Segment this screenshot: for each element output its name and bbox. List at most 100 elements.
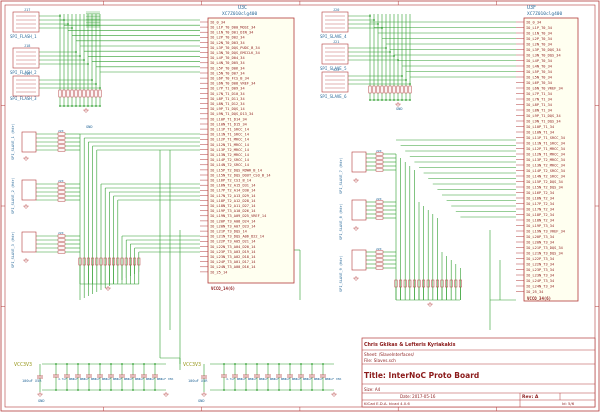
cap-value-label: 4.7uF X5R [314,377,330,381]
capacitor [298,374,304,378]
ic-pin-label: IO_L8P_T1_34 [526,103,552,107]
right-connector-3[interactable]: J22 SPI_SLAVE_6 [320,68,349,99]
junction [223,389,225,391]
junction [95,105,97,107]
u3c-ref: U3C [238,5,247,11]
left-header-3[interactable]: SPI_SLAVE_3 (Hdr) [11,231,37,268]
left-connector-2-label: SPI_FLASH_2 [10,70,37,75]
right-header-2[interactable]: SPI_SLAVE_8 (Hdr) [339,199,367,240]
left-header-3-label: SPI_SLAVE_3 (Hdr) [11,231,15,268]
resistor [86,257,90,266]
ic-pin-label: IO_L17P_T2_A14_D30_14 [210,189,255,193]
ic-pin-label: IO_L1P_T0_34 [526,26,552,30]
u3c-body [207,17,295,284]
junction [55,363,57,365]
right-header-3[interactable]: SPI_SLAVE_9 (Hdr) [339,249,367,292]
right-connector-2-ref: J21 [333,40,339,44]
ic-pin-label: IO_L8N_T1_34 [526,108,552,112]
ic-pin-label: IO_L18P_T2_34 [526,213,554,217]
cap-value-label: 4.7uF X5R [135,377,151,381]
ground-symbol [200,392,208,397]
resistor [95,257,99,266]
gnd-label-bottom-left: GND [38,399,45,403]
right-connector-1[interactable]: J20 SPI_SLAVE_4 [320,8,349,39]
right-connector-1-ref: J20 [333,8,339,12]
left-connector-3[interactable]: J19 SPI_FLASH_3 [10,72,40,101]
ic-pin-label: IO_L22N_T3_34 [526,262,554,266]
resistor [376,85,380,94]
ic-pin-label: IO_L13N_T2_MRCC_34 [526,163,565,167]
right-header-1[interactable]: SPI_SLAVE_7 (Hdr) [339,151,367,194]
cap-value-label: 4.7uF X5R [58,377,74,381]
resistor [403,279,407,288]
u3c-symbol[interactable]: U3C XC7Z010clg400 IO_0_34IO_L1P_T0_D00_M… [200,5,295,291]
ic-pin-label: IO_L6N_T0_VREF_34 [526,86,563,90]
ic-pin-label: IO_L16P_T2_CSI_B_14 [210,179,251,183]
resistor [384,85,388,94]
resistor [137,257,141,266]
ic-pin-label: IO_L20N_T3_34 [526,240,554,244]
resistor [375,262,384,266]
junction [71,27,73,29]
junction [311,363,313,365]
right-connector-2[interactable]: J21 SPI_SLAVE_5 [320,40,349,71]
cap-value-label: 4.7uF X5R [259,377,275,381]
capacitor [141,374,147,378]
ic-pin-label: IO_L7N_T1_D10_34 [210,92,245,96]
resistor [368,85,372,94]
capacitor [309,374,315,378]
ground-symbol [82,108,90,113]
resistor [426,279,430,288]
junction [67,23,69,25]
cap-value-label: 4.7uF X5R [237,377,253,381]
ground-symbol [22,258,30,263]
junction [409,99,411,101]
resistor [375,200,384,204]
resistor-value-label: 220 [376,247,382,251]
junction [91,105,93,107]
ic-pin-label: IO_L11N_T1_SRCC_14 [210,133,249,137]
ground-symbol [394,102,402,107]
ic-pin-label: IO_L23N_T3_A02_D18_14 [210,255,255,259]
left-connector-2[interactable]: J18 SPI_FLASH_2 [10,44,40,75]
ic-pin-label: IO_L4N_T0_34 [526,64,552,68]
junction [393,99,395,101]
resistor [57,190,66,194]
resistor [58,89,62,98]
left-header-2[interactable]: SPI_SLAVE_2 (Hdr) [11,177,37,214]
ic-pin-label: IO_L1N_T0_34 [526,31,552,35]
ic-pin-label: IO_L23N_T3_34 [526,273,554,277]
ic-pin-label: IO_L3N_T0_DQS_34 [526,53,561,57]
title-block-id: Id: 5/6 [562,401,575,406]
u3f-symbol[interactable]: U3F XC7Z010clg400 IO_0_34IO_L1P_T0_34IO_… [516,5,579,302]
ic-pin-label: IO_L19P_T3_A10_D26_14 [210,209,255,213]
junction [389,99,391,101]
ic-pin-label: IO_L13P_T2_MRCC_34 [526,158,565,162]
junction [234,363,236,365]
junction [77,363,79,365]
junction [79,55,81,57]
junction [79,105,81,107]
ic-pin-label: IO_L13P_T2_MRCC_14 [210,148,249,152]
junction [154,389,156,391]
ic-pin-label: IO_L20P_T3_34 [526,235,554,239]
ic-pin-label: IO_L2N_T0_34 [526,42,552,46]
junction [99,363,101,365]
capacitor [287,374,293,378]
junction [77,389,79,391]
left-connector-3-label: SPI_FLASH_3 [10,96,37,101]
resistor [70,89,74,98]
cap-value-label: 4.7uF X5R [281,377,297,381]
ic-pin-label: IO_L8P_T1_D11_34 [210,97,245,101]
junction [369,99,371,101]
u3f-body [523,17,579,302]
title-block-sheet: Sheet: /SlaveInterfaces/ [364,352,415,357]
junction [369,15,371,17]
ic-pin-label: IO_L17P_T2_34 [526,202,554,206]
resistor [375,152,384,156]
junction [121,363,123,365]
cap-value-label: 4.7uF X5R [124,377,140,381]
ground-symbol [426,302,434,307]
left-header-1[interactable]: SPI_SLAVE_1 (Hdr) [11,123,37,160]
left-connector-1[interactable]: J17 SPI_FLASH_1 [10,8,40,39]
